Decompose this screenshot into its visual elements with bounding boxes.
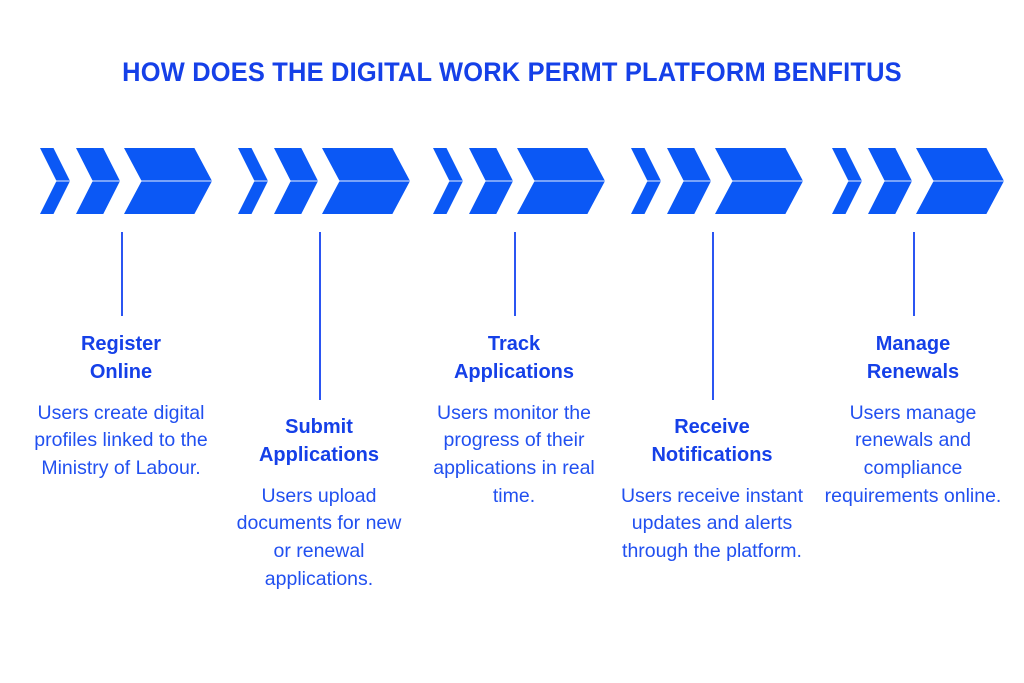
step-heading: Receive Notifications xyxy=(651,416,773,467)
connector-line xyxy=(913,232,915,316)
chevron-small-icon xyxy=(631,148,661,214)
step-body: Users manage renewals and compliance req… xyxy=(824,401,1002,507)
chevron-medium-icon xyxy=(469,148,513,214)
chevron-large-icon xyxy=(322,148,410,214)
step-heading: Manage Renewals xyxy=(866,333,960,384)
chevron-small-icon xyxy=(238,148,268,214)
chevron-small-icon xyxy=(40,148,70,214)
chevron-large-icon xyxy=(715,148,803,214)
step-manage-renewals: Manage Renewals Users manage renewals an… xyxy=(814,0,1012,683)
step-body: Users monitor the progress of their appl… xyxy=(433,401,595,507)
chevron-medium-icon xyxy=(667,148,711,214)
chevron-small-icon xyxy=(433,148,463,214)
chevron-medium-icon xyxy=(868,148,912,214)
step-body: Users receive instant updates and alerts… xyxy=(620,484,804,563)
step-register-online: Register Online Users create digital pro… xyxy=(22,0,220,683)
step-heading: Track Applications xyxy=(453,333,574,384)
triple-chevron-right-icon xyxy=(832,148,1004,214)
triple-chevron-right-icon xyxy=(238,148,410,214)
triple-chevron-right-icon xyxy=(433,148,605,214)
step-body: Users create digital profiles linked to … xyxy=(34,401,208,480)
connector-line xyxy=(712,232,714,400)
step-text-block: Receive Notifications Users receive inst… xyxy=(613,413,811,566)
step-track-applications: Track Applications Users monitor the pro… xyxy=(415,0,613,683)
step-heading: Register Online xyxy=(80,333,162,384)
connector-line xyxy=(319,232,321,400)
step-text-block: Manage Renewals Users manage renewals an… xyxy=(814,330,1012,511)
step-text-block: Submit Applications Users upload documen… xyxy=(220,413,418,594)
step-submit-applications: Submit Applications Users upload documen… xyxy=(220,0,418,683)
step-receive-notifications: Receive Notifications Users receive inst… xyxy=(613,0,811,683)
step-body: Users upload documents for new or renewa… xyxy=(236,484,402,590)
triple-chevron-right-icon xyxy=(631,148,803,214)
chevron-large-icon xyxy=(124,148,212,214)
connector-line xyxy=(121,232,123,316)
step-heading: Submit Applications xyxy=(258,416,379,467)
chevron-small-icon xyxy=(832,148,862,214)
chevron-large-icon xyxy=(517,148,605,214)
connector-line xyxy=(514,232,516,316)
chevron-medium-icon xyxy=(76,148,120,214)
step-text-block: Track Applications Users monitor the pro… xyxy=(415,330,613,511)
triple-chevron-right-icon xyxy=(40,148,212,214)
step-text-block: Register Online Users create digital pro… xyxy=(22,330,220,483)
chevron-medium-icon xyxy=(274,148,318,214)
chevron-large-icon xyxy=(916,148,1004,214)
page-title: HOW DOES THE DIGITAL WORK PERMT PLATFORM… xyxy=(122,57,902,87)
